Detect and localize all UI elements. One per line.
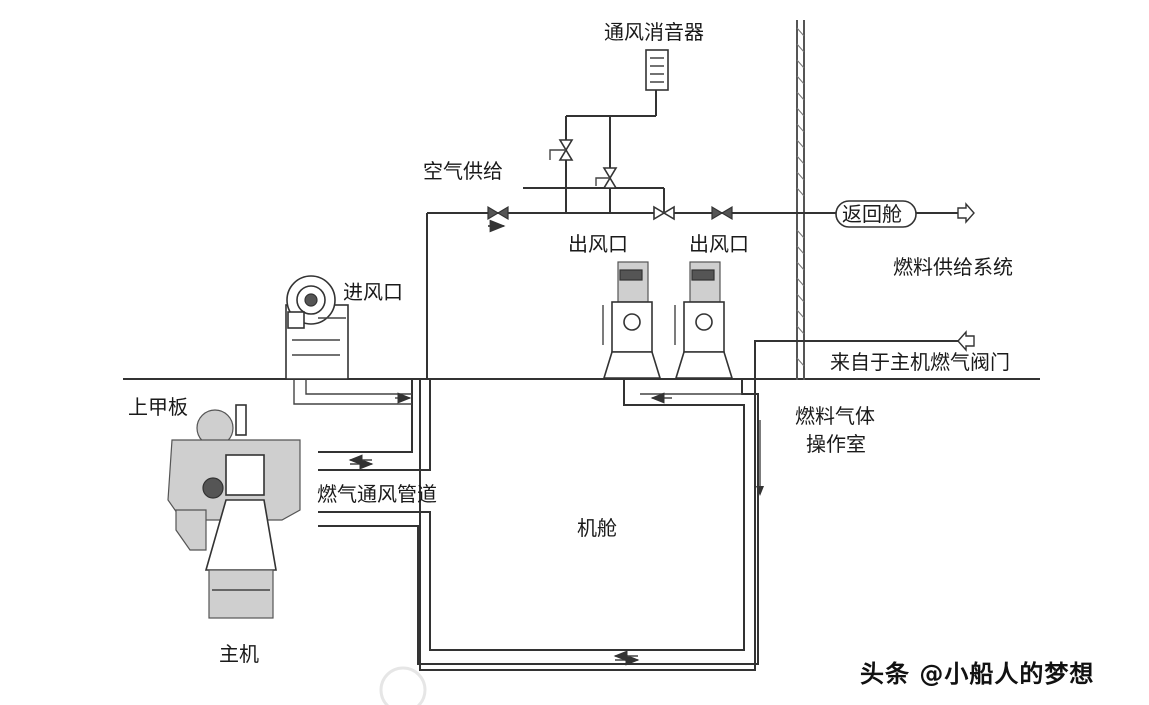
gas-valve-pipe bbox=[419, 330, 975, 671]
main-engine bbox=[167, 404, 301, 619]
inlet-fan-unit bbox=[285, 275, 349, 380]
inlet-label: 进风口 bbox=[343, 280, 403, 304]
outlet-fan-2 bbox=[674, 261, 734, 379]
silencer-label: 通风消音器 bbox=[604, 20, 704, 44]
air-supply-piping bbox=[426, 90, 840, 380]
main-engine-label: 主机 bbox=[219, 642, 259, 666]
fuel-supply-system-label: 燃料供给系统 bbox=[893, 255, 1013, 279]
gas-vent-duct bbox=[293, 379, 764, 666]
valve-icon bbox=[595, 167, 618, 189]
gas-vent-duct-label: 燃气通风管道 bbox=[317, 482, 437, 506]
valve-icon bbox=[487, 205, 509, 221]
outlet-fan-1 bbox=[602, 261, 662, 379]
fuel-gas-room-label-1: 燃料气体 bbox=[795, 404, 875, 428]
valve-icon bbox=[549, 139, 574, 161]
return-tank-label: 返回舱 bbox=[842, 202, 902, 226]
vent-silencer-box bbox=[645, 49, 669, 91]
from-main-engine-valve-label: 来自于主机燃气阀门 bbox=[830, 350, 1010, 374]
bulkhead-wall bbox=[796, 20, 805, 380]
fuel-gas-room-label-2: 操作室 bbox=[806, 432, 866, 456]
valve-icon bbox=[711, 205, 733, 221]
air-supply-label: 空气供给 bbox=[423, 159, 503, 183]
outlet-1-label: 出风口 bbox=[568, 232, 628, 256]
upper-deck-label: 上甲板 bbox=[128, 395, 188, 419]
valve-icon bbox=[653, 200, 675, 221]
outflow-arrow bbox=[957, 202, 975, 224]
outlet-2-label: 出风口 bbox=[689, 232, 749, 256]
faint-logo-mark bbox=[379, 666, 427, 705]
watermark: 头条 @小船人的梦想 bbox=[860, 660, 1095, 688]
engine-room-label: 机舱 bbox=[577, 516, 617, 540]
